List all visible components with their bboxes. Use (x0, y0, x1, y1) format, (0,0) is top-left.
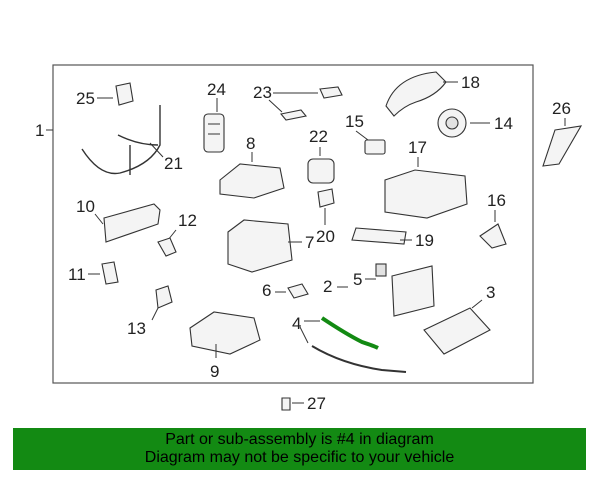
label-2: 2 (323, 277, 332, 296)
label-19: 19 (415, 231, 434, 250)
part-21-harness (81, 105, 161, 175)
part-6-clip (287, 283, 309, 299)
banner-line-1: Part or sub-assembly is #4 in diagram (165, 431, 434, 448)
label-10-leader (94, 213, 104, 225)
label-5: 5 (353, 270, 362, 289)
label-17: 17 (408, 138, 427, 157)
label-16: 16 (487, 191, 506, 210)
label-26: 26 (552, 99, 571, 118)
label-9: 9 (210, 362, 219, 381)
label-20: 20 (316, 227, 335, 246)
banner-line-2: Diagram may not be specific to your vehi… (144, 449, 455, 466)
part-15-connector (364, 139, 386, 155)
part-3-filter (423, 307, 491, 355)
label-3-leader (471, 299, 483, 309)
label-7: 7 (305, 233, 314, 252)
label-11: 11 (68, 265, 86, 284)
part-2-core (391, 265, 435, 317)
label-23-leader-b (268, 99, 283, 113)
part-5-valve (375, 263, 387, 277)
part-22-outlet (307, 158, 335, 184)
label-4-leader-b (299, 326, 309, 344)
part-4-hose-lower (311, 345, 407, 373)
part-4-hose-upper (320, 316, 379, 350)
part-26-cover (542, 125, 583, 167)
part-16-bracket (479, 223, 507, 249)
part-23-vent-a (319, 86, 343, 99)
label-21-leader (149, 142, 164, 158)
label-4: 4 (292, 314, 301, 333)
part-14-hub (445, 116, 459, 130)
label-15-leader (355, 130, 369, 141)
part-20-bracket (317, 188, 335, 208)
label-27: 27 (307, 394, 326, 413)
label-15: 15 (345, 112, 364, 131)
label-23: 23 (253, 83, 272, 102)
label-10: 10 (76, 197, 95, 216)
label-24: 24 (207, 80, 226, 99)
part-10-door (103, 203, 161, 243)
label-21: 21 (164, 154, 183, 173)
label-12: 12 (178, 211, 197, 230)
part-19-seal (351, 227, 407, 245)
part-25-clip (115, 82, 134, 106)
label-25: 25 (76, 89, 95, 108)
label-3: 3 (486, 283, 495, 302)
part-23-vent-b (279, 109, 308, 121)
part-8-case (219, 163, 285, 199)
label-6: 6 (262, 281, 271, 300)
label-22: 22 (309, 127, 328, 146)
parts-diagram: 1 25 24 23 18 26 14 15 21 8 22 17 10 (35, 64, 583, 413)
part-9-housing (189, 311, 261, 355)
part-17-box (384, 169, 468, 219)
part-13-bracket (155, 285, 173, 309)
label-1: 1 (35, 121, 44, 140)
part-11-tab (101, 261, 119, 285)
label-8: 8 (246, 134, 255, 153)
label-13-leader (151, 307, 159, 321)
part-18-duct (385, 71, 447, 117)
part-27-screw (281, 397, 291, 411)
part-12-clip (157, 237, 177, 257)
assembly-frame (52, 64, 534, 384)
label-13: 13 (127, 319, 146, 338)
part-24-switch (203, 113, 225, 153)
label-18: 18 (461, 73, 480, 92)
label-14: 14 (494, 114, 513, 133)
part-7-case (227, 219, 293, 273)
part-info-banner: Part or sub-assembly is #4 in diagram Di… (13, 428, 586, 470)
